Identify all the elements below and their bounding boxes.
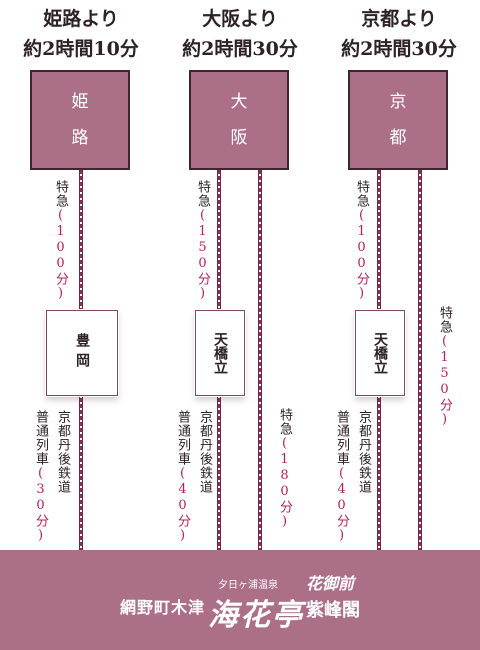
origin-kyoto-char2: 都 [389, 128, 407, 148]
label-osaka-express-name: 特急 [195, 180, 210, 208]
label-kyoto-direct-time: (150分) [437, 334, 452, 428]
label-osaka-express-time: (150分) [195, 208, 210, 302]
label-osaka-local-train: 普通列車(40分) [174, 410, 190, 544]
header-kyoto-line1: 京都より [361, 8, 437, 30]
station-amanohashidate-osaka: 天橋立 [195, 310, 245, 396]
label-osaka-direct-time: (180分) [277, 436, 292, 530]
station-amanohashidate-osaka-label: 天橋立 [212, 332, 228, 374]
label-himeji-local-line: 京都丹後鉄道 [54, 410, 70, 494]
origin-himeji-char2: 路 [71, 128, 89, 148]
rail-osaka-direct [258, 170, 262, 550]
label-himeji-express-name: 特急 [53, 180, 68, 208]
station-amanohashidate-kyoto: 天橋立 [355, 310, 405, 396]
label-kyoto-express: 特急(100分) [353, 180, 369, 302]
label-osaka-local-train-text: 普通列車 [175, 410, 190, 466]
label-kyoto-express-name: 特急 [354, 180, 369, 208]
label-kyoto-local-time: (40分) [334, 466, 349, 544]
station-amanohashidate-kyoto-label: 天橋立 [372, 332, 388, 374]
label-osaka-direct-name: 特急 [277, 408, 292, 436]
origin-osaka-char1: 大 [230, 92, 248, 112]
label-kyoto-local-train: 普通列車(40分) [333, 410, 349, 544]
label-himeji-local-time: (30分) [33, 466, 48, 544]
origin-himeji: 姫 路 [30, 70, 130, 170]
header-himeji: 姫路より 約2時間10分 [11, 4, 151, 64]
label-himeji-express: 特急(100分) [52, 180, 68, 302]
destination-annex1-logo: 花御前 [306, 574, 355, 593]
label-osaka-direct: 特急(180分) [276, 408, 292, 530]
label-osaka-local-line-text: 京都丹後鉄道 [197, 410, 212, 494]
label-osaka-local-line: 京都丹後鉄道 [196, 410, 212, 494]
origin-kyoto: 京 都 [348, 70, 448, 170]
header-himeji-line1: 姫路より [43, 8, 119, 30]
label-osaka-local-time: (40分) [175, 466, 190, 544]
header-kyoto-line2: 約2時間30分 [341, 38, 457, 60]
label-kyoto-local-train-text: 普通列車 [334, 410, 349, 466]
label-himeji-express-time: (100分) [53, 208, 68, 302]
origin-osaka: 大 阪 [189, 70, 289, 170]
label-kyoto-direct-name: 特急 [437, 306, 452, 334]
origin-kyoto-char1: 京 [389, 92, 407, 112]
header-himeji-line2: 約2時間10分 [23, 38, 139, 60]
label-kyoto-direct: 特急(150分) [436, 306, 452, 428]
destination-resort-sub: 夕日ヶ浦温泉 [218, 580, 278, 591]
destination-resort-logo: 海花亭 [208, 598, 304, 633]
origin-himeji-char1: 姫 [71, 92, 89, 112]
label-kyoto-local-line: 京都丹後鉄道 [355, 410, 371, 494]
label-kyoto-express-time: (100分) [354, 208, 369, 302]
header-osaka-line1: 大阪より [202, 8, 278, 30]
label-kyoto-local-line-text: 京都丹後鉄道 [356, 410, 371, 494]
label-osaka-express: 特急(150分) [194, 180, 210, 302]
origin-osaka-char2: 阪 [230, 128, 248, 148]
rail-kyoto-direct [418, 170, 422, 550]
label-himeji-local-train-text: 普通列車 [33, 410, 48, 466]
station-toyooka: 豊岡 [46, 310, 118, 396]
label-himeji-local-line-text: 京都丹後鉄道 [55, 410, 70, 494]
destination-annex2-logo: 紫峰閣 [306, 600, 360, 621]
header-osaka-line2: 約2時間30分 [182, 38, 298, 60]
station-toyooka-label: 豊岡 [74, 333, 90, 373]
header-kyoto: 京都より 約2時間30分 [329, 4, 469, 64]
destination-place: 網野町木津 [120, 598, 206, 617]
header-osaka: 大阪より 約2時間30分 [170, 4, 310, 64]
destination-band: 網野町木津 夕日ヶ浦温泉 海花亭 花御前 紫峰閣 [0, 550, 480, 650]
label-himeji-local-train: 普通列車(30分) [32, 410, 48, 544]
